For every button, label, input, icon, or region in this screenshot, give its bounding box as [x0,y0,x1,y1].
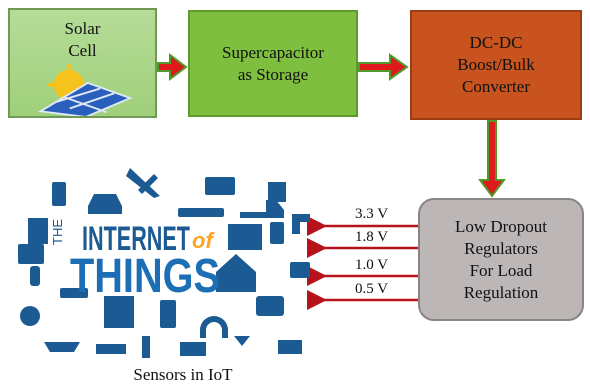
arrow-solar-to-supercap [157,53,188,81]
bus-icon [104,296,134,328]
brick-wall-icon [180,342,206,356]
iot-things-text: THINGS [70,250,220,303]
train-icon [228,224,262,250]
radio-icon [256,296,284,316]
phone-icon [52,182,66,206]
camera-icon [290,262,310,278]
iot-of-text: of [192,228,215,253]
dc-dc-converter-block: DC-DC Boost/Bulk Converter [410,10,582,120]
ship-icon [44,342,80,352]
solar-panel-icon [37,64,133,116]
speaker-icon [160,300,176,328]
laptop-icon [18,244,44,264]
arrow-dcdc-to-ldo [478,120,506,198]
airplane-icon [126,168,160,198]
voltage-label-0v5: 0.5 V [355,281,389,297]
fire-extinguisher-icon [142,336,150,358]
faucet-icon [292,214,310,234]
printer-icon [205,177,235,195]
ldo-regulator-label: Low Dropout Regulators For Load Regulati… [454,216,548,302]
forklift-icon [268,182,286,202]
house-icon [216,254,256,292]
ldo-regulator-block: Low Dropout Regulators For Load Regulati… [418,198,584,321]
supercapacitor-label: Supercapacitor as Storage [222,42,324,84]
headphones-icon [200,316,228,338]
dvd-player-icon [178,208,224,217]
shower-icon [234,336,250,346]
car-icon [88,194,122,214]
watch-icon [30,266,40,286]
caravan-icon [278,340,302,354]
iot-internet-text: INTERNET [82,220,190,258]
arrow-supercap-to-dcdc [358,53,409,81]
solar-cell-label: Solar Cell [64,19,101,60]
iot-caption: Sensors in IoT [133,365,233,384]
lightbulb-icon [20,306,40,326]
trash-icon [270,222,284,244]
router-icon [60,288,88,298]
voltage-label-1v0: 1.0 V [355,257,389,273]
building-icon [28,218,48,244]
iot-the-text: THE [50,219,65,245]
solar-cell-block: Solar Cell [8,8,157,118]
voltage-label-3v3: 3.3 V [355,206,389,222]
supercapacitor-block: Supercapacitor as Storage [188,10,358,117]
voltage-label-1v8: 1.8 V [355,229,389,245]
bed-icon [96,344,126,354]
dc-dc-converter-label: DC-DC Boost/Bulk Converter [457,33,535,96]
truck-icon [240,200,284,218]
